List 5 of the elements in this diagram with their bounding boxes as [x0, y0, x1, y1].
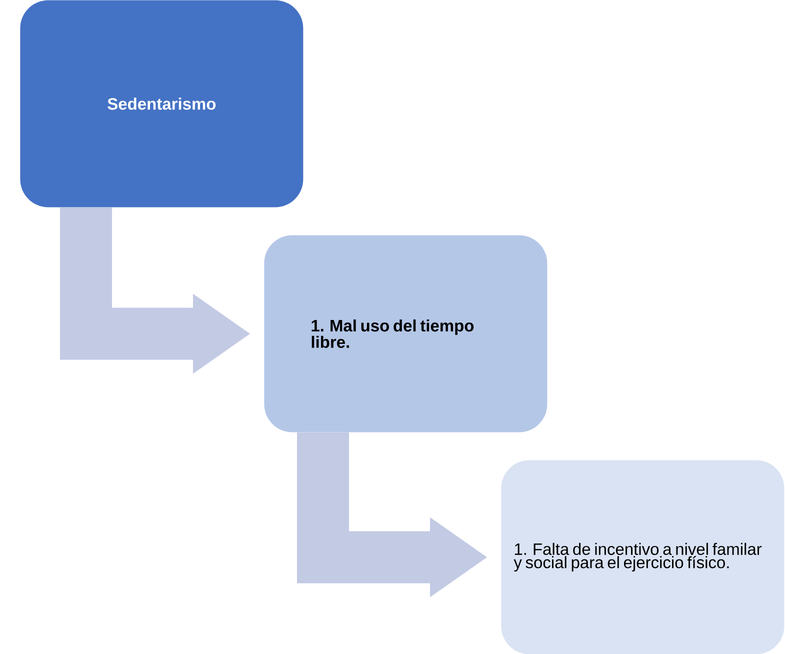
step-box: 1. Falta de incentivo a nivel familar y social para el ejercicio físico. — [501, 460, 784, 654]
step-box: 1. Mal uso del tiempo libre. — [264, 235, 548, 432]
bent-arrow — [60, 207, 250, 374]
bent-arrow — [297, 432, 487, 598]
step-box: Sedentarismo — [20, 0, 304, 208]
